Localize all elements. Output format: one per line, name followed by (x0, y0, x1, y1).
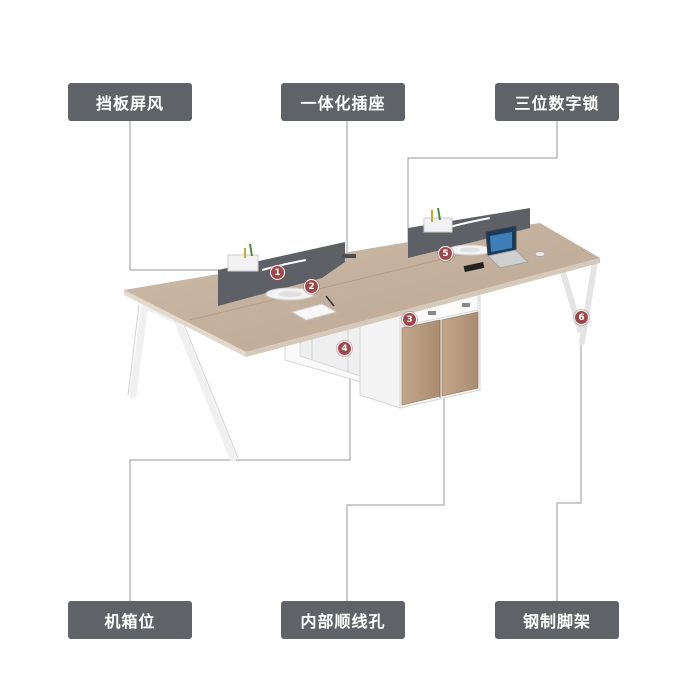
notebook (290, 295, 338, 321)
leader-lines (129, 121, 582, 601)
label-combination-lock: 三位数字锁 (495, 83, 619, 121)
integrated-sockets (265, 244, 493, 301)
pedestal-cabinet (359, 289, 481, 409)
pen-holders (227, 207, 453, 272)
leader-line-6 (556, 322, 582, 601)
callout-badge-4: 4 (337, 341, 352, 356)
leader-line-4 (129, 354, 351, 601)
label-steel-legs: 钢制脚架 (495, 601, 619, 639)
callout-badge-6: 6 (574, 310, 589, 325)
desktop (124, 223, 600, 357)
label-privacy-screen: 挡板屏风 (68, 83, 192, 121)
label-cable-hole: 内部顺线孔 (281, 601, 405, 639)
callout-badge-5: 5 (438, 246, 453, 261)
callout-badge-3: 3 (402, 312, 417, 327)
callout-badge-1: 1 (270, 265, 285, 280)
steel-legs-back (557, 259, 598, 345)
callout-badge-2: 2 (304, 279, 319, 294)
laptop (463, 225, 546, 273)
label-cpu-box: 机箱位 (68, 601, 192, 639)
label-integrated-socket: 一体化插座 (281, 83, 405, 121)
